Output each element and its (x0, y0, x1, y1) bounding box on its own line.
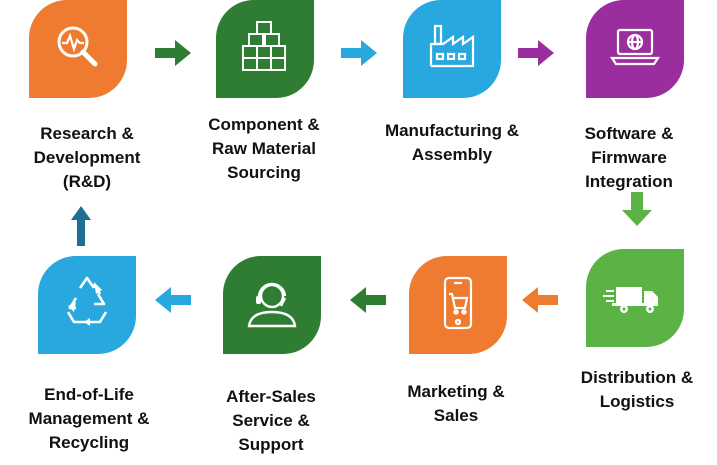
arrow-right-icon (518, 40, 554, 66)
tile-marketing-sales (409, 256, 507, 354)
step-label-manufacturing: Manufacturing & Assembly (384, 121, 520, 164)
magnifier-pulse-icon (57, 26, 98, 67)
recycle-icon (66, 276, 108, 326)
tile-distribution (586, 249, 684, 347)
step-label-software-integration: Software & Firmware Integration (584, 124, 674, 191)
step-label-component-sourcing: Component & Raw Material Sourcing (208, 115, 320, 182)
tile-after-sales (223, 256, 321, 354)
arrow-up-icon (71, 206, 91, 246)
arrow-down-icon (622, 192, 652, 226)
arrow-left-icon (522, 287, 558, 313)
step-label-end-of-life: End-of-Life Management & Recycling (28, 385, 150, 452)
tile-component-sourcing (216, 0, 314, 98)
arrow-left-icon (155, 287, 191, 313)
step-label-after-sales: After-Sales Service & Support (226, 387, 316, 454)
tile-end-of-life (38, 256, 136, 354)
arrow-right-icon (155, 40, 191, 66)
factory-icon (429, 24, 475, 68)
tile-research-development (29, 0, 127, 98)
phone-cart-icon (443, 276, 473, 330)
tile-software-integration (586, 0, 684, 98)
arrow-left-icon (350, 287, 386, 313)
step-label-marketing-sales: Marketing & Sales (407, 382, 505, 425)
arrow-right-icon (341, 40, 377, 66)
laptop-globe-icon (609, 28, 661, 66)
headset-person-icon (247, 282, 297, 328)
truck-icon (603, 287, 658, 313)
tile-manufacturing (403, 0, 501, 98)
step-label-distribution: Distribution & Logistics (580, 368, 694, 411)
boxes-icon (242, 21, 286, 71)
step-label-research-development: Research & Development (R&D) (33, 124, 141, 191)
